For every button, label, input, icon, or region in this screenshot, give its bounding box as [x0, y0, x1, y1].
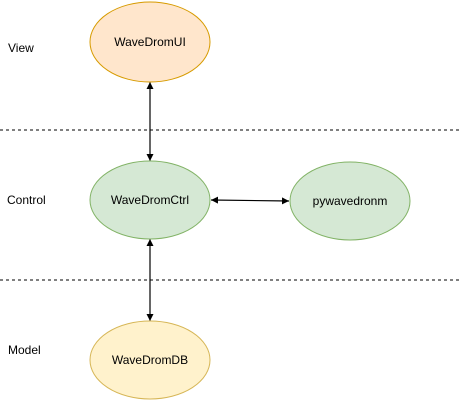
layer-label-model: Model — [8, 343, 41, 357]
edge-ctrl-py — [210, 196, 290, 205]
node-wavedromui-label: WaveDromUI — [114, 35, 186, 49]
node-wavedromdb-label: WaveDromDB — [112, 353, 188, 367]
node-pywavedronm-shape — [289, 161, 411, 241]
node-pywavedronm-label: pywavedronm — [313, 194, 388, 208]
node-wavedromdb[interactable]: WaveDromDB — [89, 320, 211, 400]
node-pywavedronm[interactable]: pywavedronm — [289, 161, 411, 241]
layer-label-control: Control — [7, 193, 46, 207]
node-wavedromctrl-shape — [89, 160, 211, 240]
layer-label-view: View — [8, 41, 34, 55]
node-wavedromctrl-label: WaveDromCtrl — [111, 193, 189, 207]
node-wavedromui[interactable]: WaveDromUI — [89, 1, 211, 83]
node-wavedromui-shape — [89, 1, 211, 83]
node-wavedromctrl[interactable]: WaveDromCtrl — [89, 160, 211, 240]
node-wavedromdb-shape — [89, 320, 211, 400]
